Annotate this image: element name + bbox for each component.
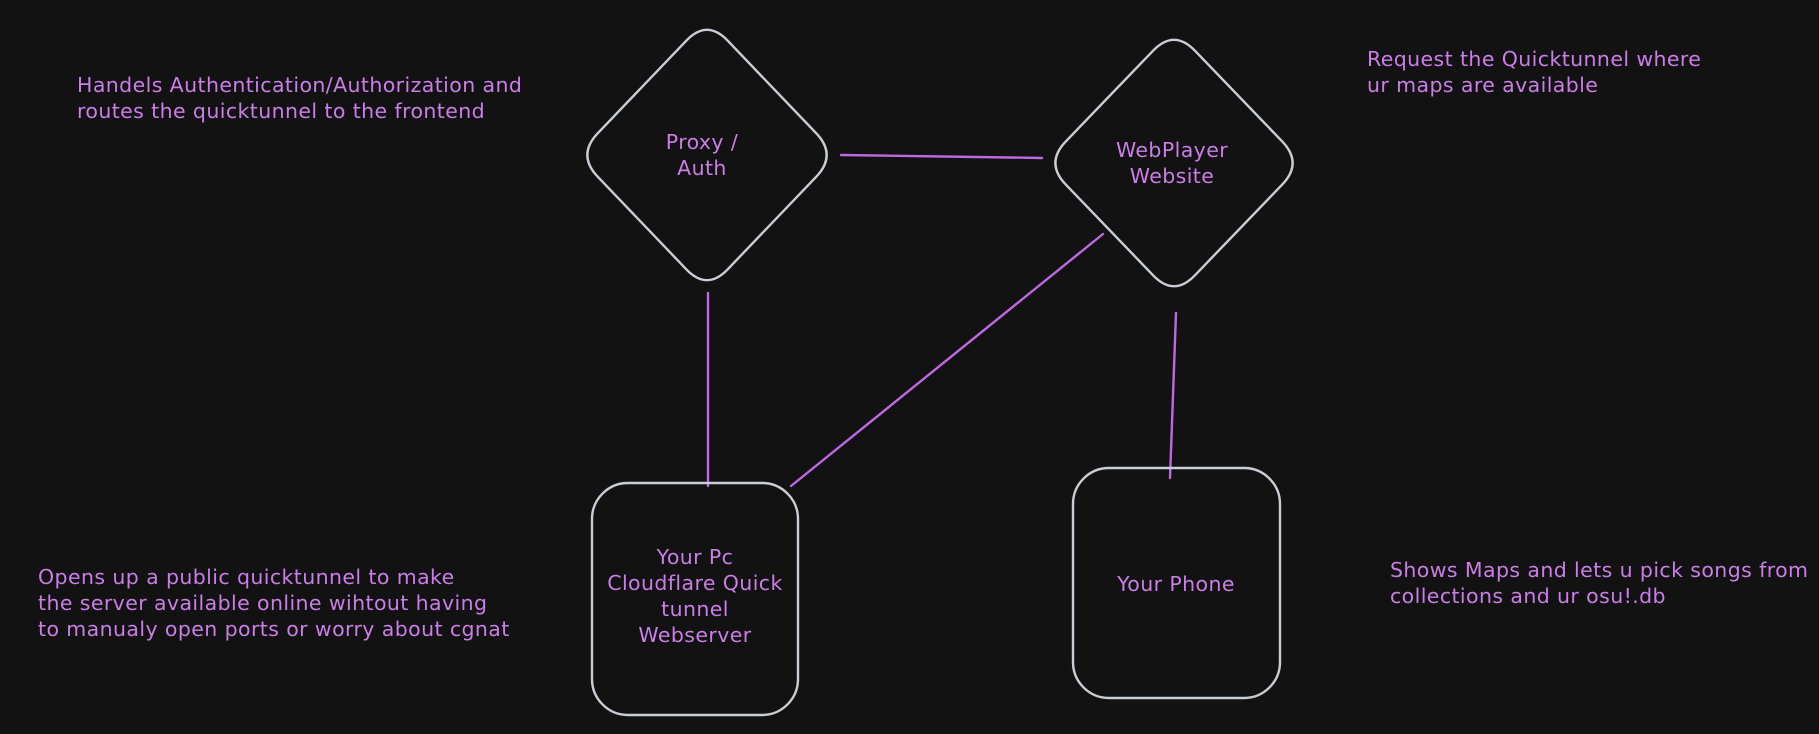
node-proxy-auth-diamond[interactable]: [586, 28, 828, 282]
node-label-line: Webserver: [638, 623, 752, 647]
annotation-phone-note[interactable]: Shows Maps and lets u pick songs from co…: [1390, 557, 1808, 609]
node-webplayer-diamond[interactable]: [1054, 38, 1294, 288]
edge-webplayer-pc[interactable]: [789, 232, 1105, 488]
node-proxy-auth-label[interactable]: Proxy / Auth: [592, 129, 812, 181]
annotation-line: the server available online wihtout havi…: [38, 591, 488, 615]
annotation-line: ur maps are available: [1367, 73, 1599, 97]
annotation-pc-note[interactable]: Opens up a public quicktunnel to make th…: [38, 564, 510, 642]
edge-webplayer-phone[interactable]: [1168, 311, 1178, 480]
annotation-line: Opens up a public quicktunnel to make: [38, 565, 455, 589]
edge-proxy-webplayer[interactable]: [839, 153, 1044, 160]
annotation-webplayer-note[interactable]: Request the Quicktunnel where ur maps ar…: [1367, 46, 1701, 98]
node-label-line: Proxy /: [665, 130, 739, 154]
node-label-line: Your Pc: [656, 545, 734, 569]
node-phone-label[interactable]: Your Phone: [1066, 571, 1286, 597]
node-label-line: tunnel: [661, 597, 729, 621]
node-webplayer-label[interactable]: WebPlayer Website: [1062, 137, 1282, 189]
annotation-line: collections and ur osu!.db: [1390, 584, 1666, 608]
node-label-line: Cloudflare Quick: [607, 571, 783, 595]
node-phone-box[interactable]: [1071, 466, 1282, 700]
node-label-line: Auth: [677, 156, 727, 180]
annotation-line: Handels Authentication/Authorization and: [77, 73, 523, 97]
node-pc-webserver-label[interactable]: Your Pc Cloudflare Quick tunnel Webserve…: [585, 544, 805, 648]
node-pc-webserver-box[interactable]: [590, 481, 800, 717]
annotation-line: Request the Quicktunnel where: [1367, 47, 1702, 71]
annotation-line: Shows Maps and lets u pick songs from: [1390, 558, 1809, 582]
node-label-line: Website: [1129, 164, 1215, 188]
annotation-line: routes the quicktunnel to the frontend: [77, 99, 486, 123]
node-label-line: Your Phone: [1117, 572, 1235, 596]
node-label-line: WebPlayer: [1115, 138, 1229, 162]
annotation-proxy-note[interactable]: Handels Authentication/Authorization and…: [77, 72, 522, 124]
annotation-line: to manualy open ports or worry about cgn…: [38, 617, 510, 641]
